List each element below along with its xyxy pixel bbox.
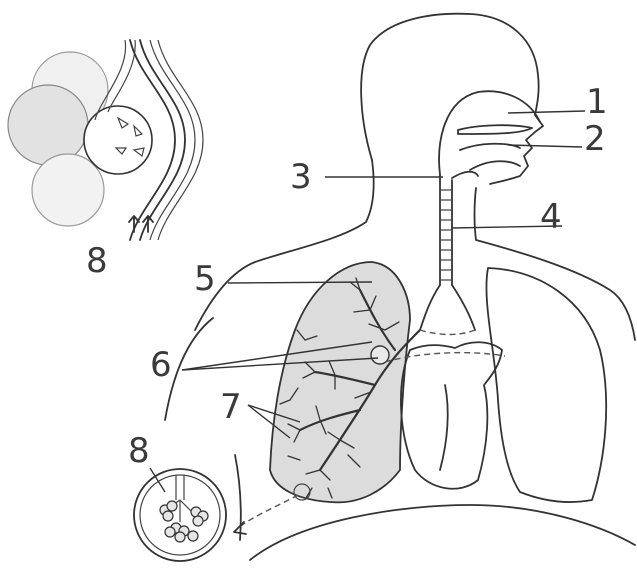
label-6: 6 <box>150 348 172 382</box>
label-5: 5 <box>194 262 216 296</box>
label-4: 4 <box>540 200 562 234</box>
label-2: 2 <box>584 122 606 156</box>
label-1: 1 <box>586 85 608 119</box>
left-lung <box>270 262 420 502</box>
label-8-circle: 8 <box>128 434 150 468</box>
right-lung <box>486 268 606 502</box>
nasal-oral-cavity <box>439 91 540 178</box>
alveolus-inset <box>8 40 203 240</box>
label-3: 3 <box>290 160 312 194</box>
label-8-inset: 8 <box>86 244 108 278</box>
label-7: 7 <box>220 390 242 424</box>
trachea <box>420 175 475 330</box>
